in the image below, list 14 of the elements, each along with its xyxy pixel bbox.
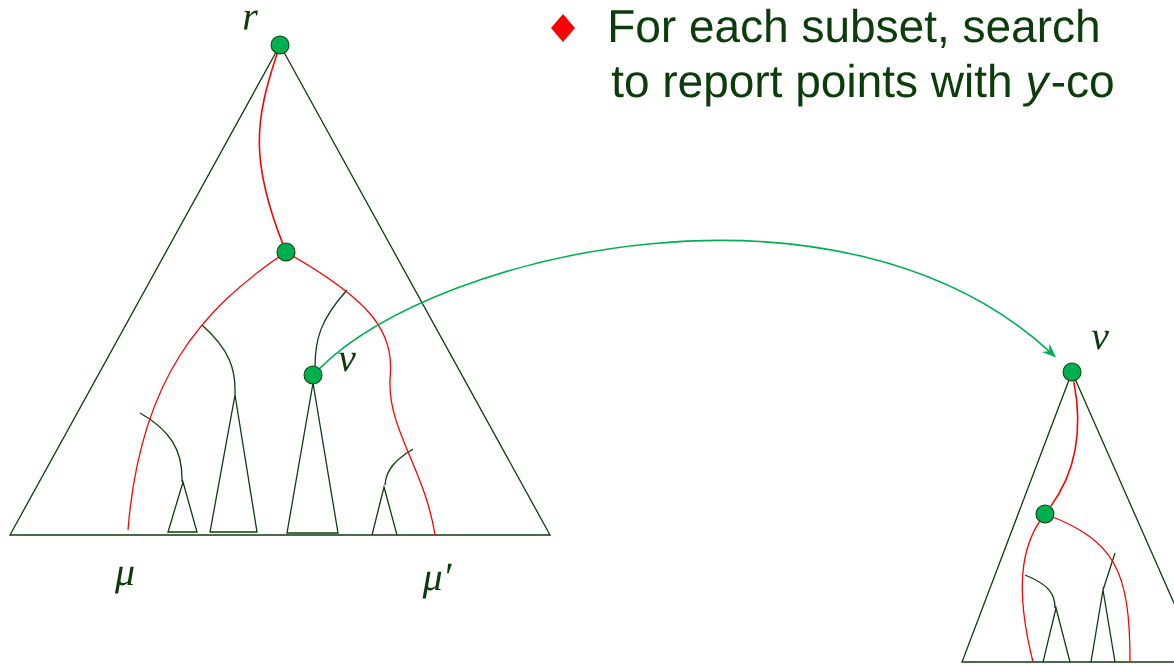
node-label: v [1091,330,1109,350]
tree-path [258,53,284,244]
bullet-text: to report points with y-co [611,63,1113,107]
tree-path [1049,380,1079,508]
tree-node-circle [303,365,323,385]
bullet-text: For each subset, search [611,8,1098,48]
tree-node-circle [1062,362,1082,382]
tree-node-circle [270,35,290,55]
node-label: r [243,10,258,30]
tree-node-circle [1035,504,1055,524]
node-label: v [338,352,356,372]
tree-node-circle [276,242,296,262]
endpoint-label: μ′ [422,563,452,599]
endpoint-label: μ [114,566,134,594]
